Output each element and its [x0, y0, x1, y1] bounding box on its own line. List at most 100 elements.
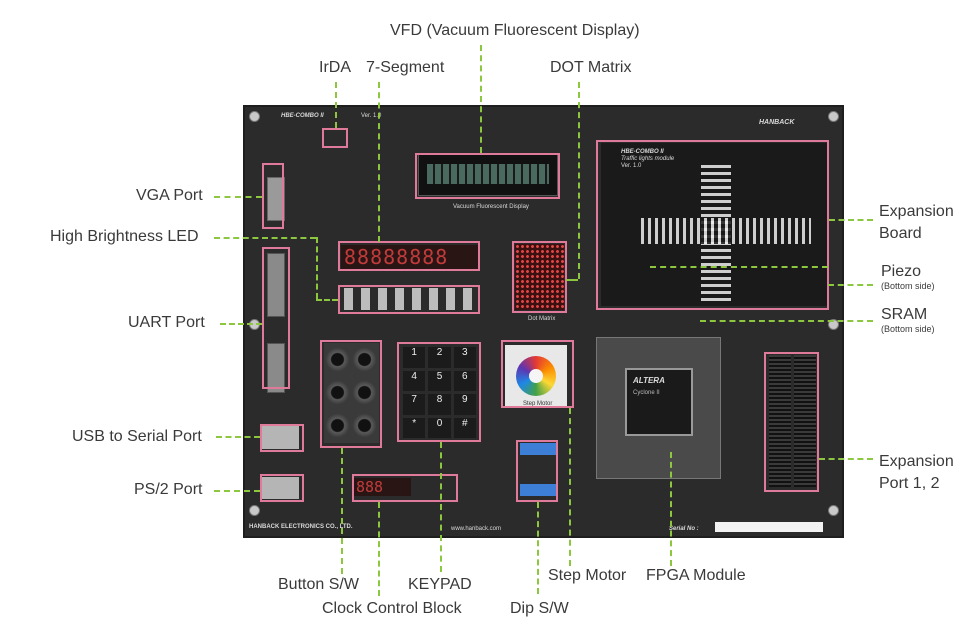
vfd-caption: Vacuum Fluorescent Display [453, 204, 529, 210]
clock-control-label: Clock Control Block [322, 600, 462, 617]
dot-matrix-leader-h [566, 279, 578, 281]
vfd-label: VFD (Vacuum Fluorescent Display) [390, 22, 640, 39]
dot-matrix-display [515, 244, 564, 310]
keypad-key[interactable]: 9 [453, 394, 476, 415]
sram-title: SRAM [881, 306, 928, 323]
screw [249, 505, 260, 516]
piezo-leader [828, 284, 873, 286]
keypad-key[interactable]: 5 [428, 370, 451, 391]
expansion-board-box [596, 140, 829, 310]
seven-segment-box [338, 241, 480, 271]
keypad-key[interactable]: 4 [403, 370, 426, 391]
screw [828, 505, 839, 516]
seven-segment-label: 7-Segment [366, 59, 445, 76]
keypad-key[interactable]: # [453, 417, 476, 438]
usb-connector [261, 425, 299, 449]
uart-leader [220, 323, 262, 325]
sram-subtitle: (Bottom side) [881, 324, 935, 334]
keypad-label: KEYPAD [408, 576, 472, 593]
expansion-connector-1 [769, 355, 791, 487]
expansion-board-label: Expansion Board [879, 203, 954, 242]
button-box [320, 340, 382, 448]
vga-box [262, 163, 284, 229]
piezo-subtitle: (Bottom side) [881, 281, 935, 291]
keypad-key[interactable]: 2 [428, 347, 451, 368]
seven-segment-display: 88888888 [341, 245, 479, 270]
high-brightness-led-row [340, 288, 476, 310]
step-motor [505, 345, 567, 407]
keypad-key[interactable]: 0 [428, 417, 451, 438]
dot-caption: Dot Matrix [528, 316, 556, 322]
push-button-array [324, 343, 379, 443]
uart-port-label: UART Port [128, 314, 205, 331]
irda-label: IrDA [319, 59, 351, 76]
screw [828, 111, 839, 122]
expansion-connector-2 [794, 355, 816, 487]
vfd-box [415, 153, 560, 199]
irda-box [322, 128, 348, 148]
high-brightness-led-label: High Brightness LED [50, 228, 199, 245]
ps2-port-label: PS/2 Port [134, 481, 203, 498]
dip-leader [537, 502, 539, 594]
brand-logo: HANBACK [759, 119, 795, 126]
keypad-key[interactable]: * [403, 417, 426, 438]
usb-leader [216, 436, 260, 438]
vga-port-label: VGA Port [136, 187, 203, 204]
vfd-display [418, 154, 558, 196]
dip-switch-2 [520, 484, 557, 496]
usb-serial-port-label: USB to Serial Port [72, 428, 202, 445]
fpga-module-label: FPGA Module [646, 567, 746, 584]
expansion-board-leader [829, 219, 873, 221]
expansion-port-leader [819, 458, 873, 460]
board-version: Ver. 1.0 [361, 113, 382, 119]
website: www.hanback.com [451, 526, 502, 532]
serial-field [715, 522, 823, 532]
dip-switch-1 [520, 443, 557, 455]
piezo-label: Piezo (Bottom side) [881, 263, 935, 292]
led-box [338, 285, 480, 314]
led-leader-h [214, 237, 316, 239]
vfd-leader [480, 45, 482, 153]
keypad-key[interactable]: 8 [428, 394, 451, 415]
keypad-key[interactable]: 1 [403, 347, 426, 368]
vga-leader [214, 196, 262, 198]
uart-connector-1 [267, 253, 285, 317]
keypad: 1 2 3 4 5 6 7 8 9 * 0 # [401, 345, 478, 440]
keypad-box [397, 342, 481, 442]
keypad-leader [440, 442, 442, 572]
dot-matrix-leader-v [578, 82, 580, 279]
dot-matrix-box [512, 241, 567, 313]
dip-switch-box [516, 440, 558, 502]
sram-label: SRAM (Bottom side) [881, 306, 935, 335]
led-leader-v [316, 237, 318, 299]
step-motor-caption: Step Motor [523, 401, 553, 407]
seven-segment-leader [378, 82, 380, 242]
serial-label: Serial No : [669, 526, 699, 532]
led-leader-h2 [316, 299, 338, 301]
crosswalk-horizontal [641, 218, 811, 244]
keypad-key[interactable]: 7 [403, 394, 426, 415]
piezo-box-top [650, 266, 828, 268]
vga-connector [267, 177, 285, 221]
uart-connector-2 [267, 343, 285, 393]
clock-segment-display: 888 [354, 478, 411, 496]
board-model: HBE-COMBO II [281, 113, 324, 119]
ps2-leader [214, 490, 260, 492]
step-motor-label: Step Motor [548, 567, 627, 584]
expansion-title: HBE-COMBO II [621, 149, 664, 155]
clock-leader [378, 502, 380, 596]
keypad-key[interactable]: 6 [453, 370, 476, 391]
step-motor-leader [569, 408, 571, 566]
expansion-port-box [764, 352, 819, 492]
piezo-title: Piezo [881, 263, 922, 280]
expansion-traffic-module: HBE-COMBO II Traffic lights module Ver. … [601, 143, 827, 306]
expansion-port-label: Expansion Port 1, 2 [879, 453, 954, 492]
button-leader [341, 448, 343, 574]
dip-sw-label: Dip S/W [510, 600, 569, 617]
usb-box [260, 424, 304, 452]
uart-box [262, 247, 290, 389]
step-motor-box [501, 340, 574, 408]
button-sw-label: Button S/W [278, 576, 359, 593]
keypad-key[interactable]: 3 [453, 347, 476, 368]
fpga-chip: ALTERA Cyclone II [625, 368, 693, 436]
